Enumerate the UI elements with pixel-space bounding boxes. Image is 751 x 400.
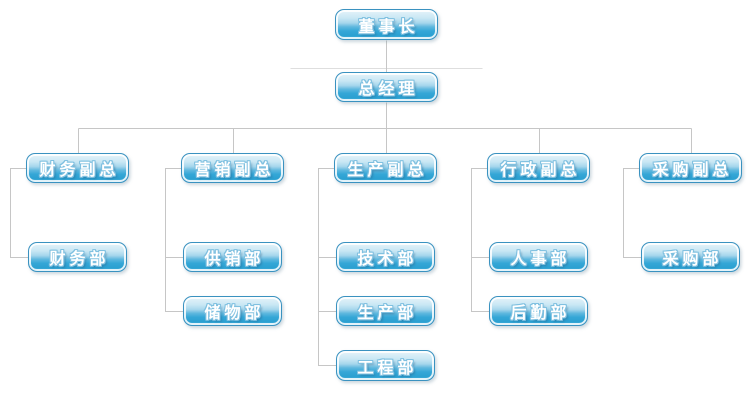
node-dept-purchasing-label: 采购部 [662, 251, 723, 268]
node-dept-production: 生产部 [336, 296, 435, 326]
connector-bracket-admin [471, 168, 490, 312]
node-chairman: 董事长 [335, 9, 438, 40]
node-dept-technology: 技术部 [336, 242, 435, 272]
connector-bracket-marketing [165, 168, 184, 312]
node-dept-engineering: 工程部 [336, 350, 435, 381]
connector-bracket-finance [10, 168, 29, 258]
node-general-manager: 总经理 [335, 72, 438, 102]
node-chairman-label: 董事长 [358, 18, 419, 36]
node-dept-logistics: 后勤部 [489, 296, 588, 326]
node-dept-supply-sales-label: 供销部 [204, 251, 265, 268]
node-dept-production-label: 生产部 [357, 305, 418, 322]
node-vp-finance: 财务副总 [26, 153, 129, 183]
node-dept-hr-label: 人事部 [510, 251, 571, 268]
connector-bracket-purchasing [623, 168, 642, 258]
node-vp-admin-label: 行政副总 [500, 162, 581, 179]
node-vp-production: 生产副总 [334, 153, 437, 183]
node-dept-logistics-label: 后勤部 [510, 305, 571, 322]
node-general-manager-label: 总经理 [358, 81, 419, 98]
node-vp-purchasing-label: 采购副总 [652, 162, 733, 179]
node-dept-finance-label: 财务部 [49, 251, 110, 268]
connector-bracket-production [318, 168, 337, 366]
node-vp-marketing-label: 营销副总 [194, 162, 275, 179]
node-dept-finance: 财务部 [28, 242, 127, 272]
node-vp-admin: 行政副总 [487, 153, 590, 183]
node-dept-technology-label: 技术部 [357, 251, 418, 268]
node-dept-hr: 人事部 [489, 242, 588, 272]
node-vp-production-label: 生产副总 [347, 162, 428, 179]
node-vp-purchasing: 采购副总 [639, 153, 742, 183]
node-vp-marketing: 营销副总 [181, 153, 284, 183]
node-dept-storage: 储物部 [183, 296, 282, 326]
node-dept-purchasing: 采购部 [641, 242, 740, 272]
node-vp-finance-label: 财务副总 [39, 162, 120, 179]
node-dept-storage-label: 储物部 [204, 305, 265, 322]
node-dept-engineering-label: 工程部 [357, 359, 418, 377]
node-dept-supply-sales: 供销部 [183, 242, 282, 272]
